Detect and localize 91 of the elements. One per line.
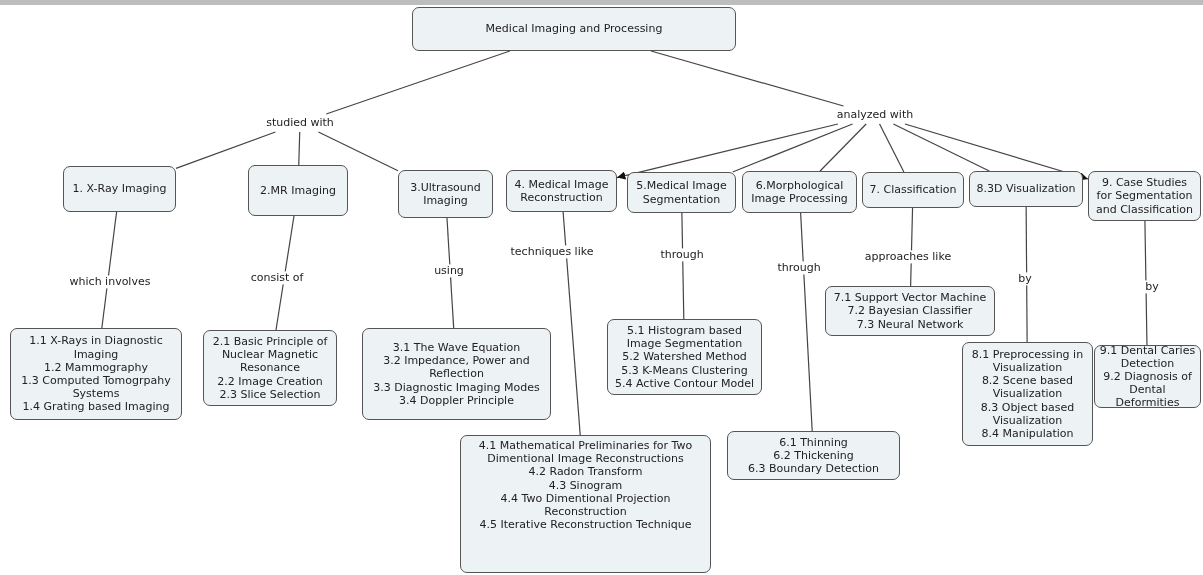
topic-text: 2.MR Imaging [260, 183, 336, 198]
connector-line [562, 211, 581, 436]
topic-list-box [362, 328, 551, 420]
topic-text: 9.2 Diagnosis of Dental Deformities [1102, 369, 1193, 410]
concept-box [627, 172, 736, 213]
concept-box [862, 172, 964, 208]
topic-list-box [203, 330, 337, 406]
connector-line [878, 123, 905, 173]
connector-line [732, 123, 854, 173]
topic-text: 9.1 Dental Caries Detection [1099, 343, 1196, 370]
edge-label: using [433, 264, 465, 278]
edge-label: through [776, 261, 822, 275]
topic-list-box [460, 435, 711, 573]
edge-label: by [1144, 280, 1160, 294]
topic-list-box [1094, 345, 1201, 408]
topic-text: 1.2 Mammography [43, 360, 149, 374]
topic-text: 1.1 X-Rays in Diagnostic Imaging [28, 334, 164, 361]
topic-text: 8.4 Manipulation [981, 426, 1074, 441]
topic-text: 4.4 Two Dimentional Projection Reconstruction [499, 491, 672, 519]
topic-text: 7.1 Support Vector Machine [833, 291, 987, 305]
topic-text: 7.2 Bayesian Classifier [847, 304, 973, 318]
topic-text: 3.2 Impedance, Power and Reflection [382, 354, 531, 381]
topic-text: 6.2 Thickening [773, 448, 854, 463]
connector-line [298, 131, 301, 166]
topic-text: Medical Imaging and Processing [485, 22, 663, 36]
topic-text: 5.1 Histogram based Image Segmentation [625, 324, 744, 351]
edge-label: techniques like [509, 245, 595, 259]
concept-box [412, 7, 736, 51]
topic-text: 5.Medical Image Segmentation [635, 179, 728, 206]
concept-box [506, 170, 617, 212]
topic-text: 4.1 Mathematical Preliminaries for Two Dimentional Image Reconstructions [477, 439, 694, 466]
topic-text: 6.3 Boundary Detection [748, 462, 879, 476]
linking-phrase: studied with [266, 116, 334, 130]
topic-text: 6.Morphological Image Processing [750, 178, 849, 206]
connector-line [681, 212, 685, 320]
linking-phrase: analyzed with [836, 108, 914, 122]
topic-text: 8.1 Preprocessing in Visualization [970, 347, 1085, 375]
topic-text: 7.3 Neural Network [856, 317, 964, 331]
edge-label: which involves [68, 275, 152, 289]
topic-text: 5.4 Active Contour Model [615, 376, 754, 390]
topic-text: 1.4 Grating based Imaging [22, 400, 170, 414]
concept-box [742, 171, 857, 213]
topic-text: 1. X-Ray Imaging [72, 182, 167, 196]
topic-text: 1.3 Computed Tomogrpahy Systems [20, 374, 172, 401]
arrow [904, 123, 1089, 181]
topic-text: 9. Case Studies for Segmentation and Classification [1095, 176, 1194, 216]
topic-text: 7. Classification [869, 183, 957, 197]
connector-line [1144, 220, 1148, 346]
topic-text: 8.3 Object based Visualization [979, 400, 1076, 427]
concept-box [1088, 171, 1201, 221]
topic-text: 3.3 Diagnostic Imaging Modes [373, 380, 540, 394]
connector-line [1025, 206, 1028, 343]
topic-list-box [825, 286, 995, 336]
topic-text: 2.3 Slice Selection [219, 387, 321, 401]
connector-line [650, 50, 845, 107]
connector-line [175, 131, 276, 169]
topic-list-box [10, 328, 182, 420]
connector-line [317, 131, 399, 172]
edge-label: consist of [249, 271, 305, 285]
topic-text: 8.3D Visualization [976, 182, 1076, 196]
edge-label: by [1017, 272, 1033, 286]
connector-line [101, 211, 118, 329]
connector-line [325, 50, 511, 115]
connector-line [275, 215, 295, 331]
concept-box [63, 166, 176, 212]
connector-line [446, 217, 455, 329]
edge-label: approaches like [863, 250, 953, 264]
topic-text: 5.2 Watershed Method [622, 350, 747, 364]
concept-box [248, 165, 348, 216]
arrow [616, 123, 839, 180]
topic-text: 4.3 Sinogram [548, 478, 623, 492]
topic-list-box [727, 431, 900, 480]
topic-text: 3.Ultrasound Imaging [409, 180, 482, 208]
connector-line [800, 212, 813, 432]
topic-text: 8.2 Scene based Visualization [980, 374, 1075, 401]
topic-text: 6.1 Thinning [779, 435, 848, 449]
edge-label: through [659, 248, 705, 262]
topic-list-box [607, 319, 762, 395]
connector-line [892, 123, 990, 172]
topic-text: 3.1 The Wave Equation [392, 341, 521, 355]
concept-box [969, 171, 1083, 207]
topic-list-box [962, 342, 1093, 446]
topic-text: 4.2 Radon Transform [528, 465, 643, 479]
concept-box [398, 170, 493, 218]
topic-text: 4. Medical Image Reconstruction [513, 177, 610, 205]
topic-text: 2.2 Image Creation [217, 374, 323, 388]
topic-text: 2.1 Basic Principle of Nuclear Magnetic Resonance [211, 335, 329, 375]
topic-text: 3.4 Doppler Principle [399, 393, 514, 407]
topic-text: 4.5 Iterative Reconstruction Technique [479, 518, 692, 532]
topic-text: 5.3 K-Means Clustering [621, 363, 748, 377]
connector-line [819, 123, 867, 172]
